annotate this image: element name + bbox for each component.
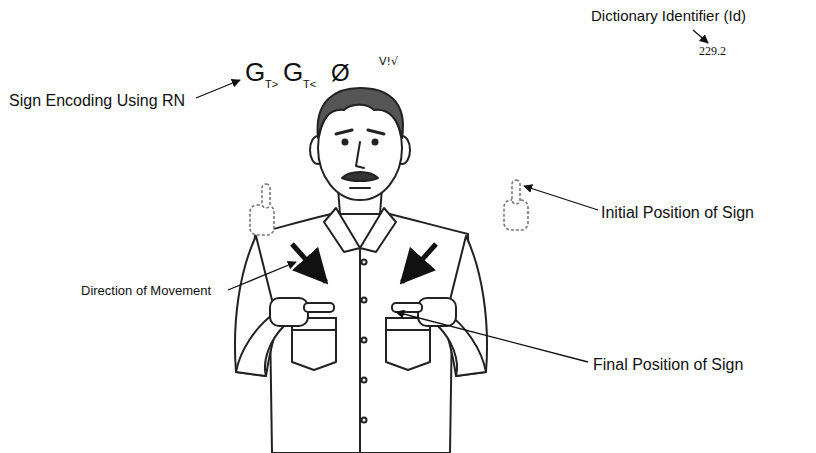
callout-label: Sign Encoding Using RN (8, 92, 186, 110)
man-figure (235, 88, 487, 453)
initial-hands (250, 180, 528, 235)
id-number: 229.2 (698, 45, 727, 58)
callout-label: Final Position of Sign (592, 356, 744, 374)
rn-handshape: G (244, 58, 266, 87)
rn-location: Ø (330, 60, 351, 86)
callout-label: Direction of Movement (80, 284, 212, 298)
leader-lines (196, 30, 708, 362)
rn-subscript: T> (264, 78, 279, 90)
rn-subscript: T< (302, 78, 317, 90)
rn-superscript: V!√ (378, 56, 399, 68)
callout-label: Dictionary Identifier (Id) (590, 8, 747, 25)
rn-handshape: G (282, 58, 304, 87)
movement-arrows (292, 244, 436, 282)
callout-label: Initial Position of Sign (600, 204, 755, 222)
